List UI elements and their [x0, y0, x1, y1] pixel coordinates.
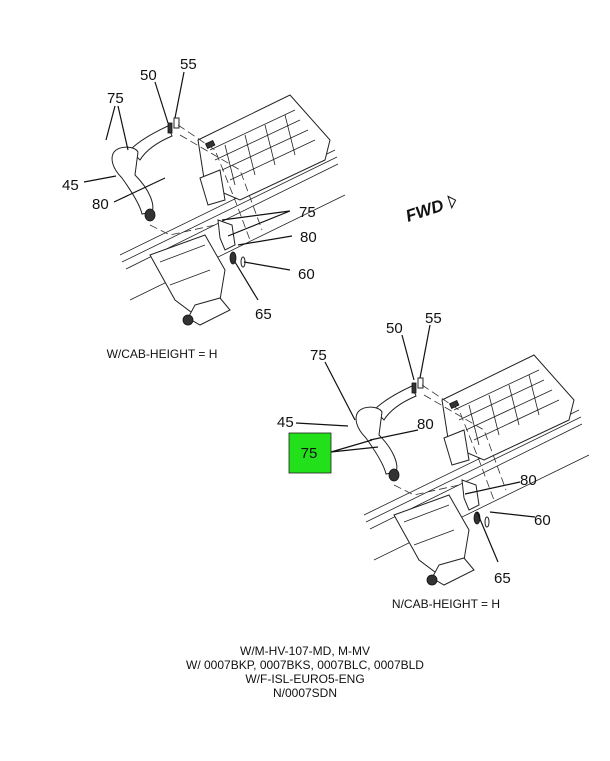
callout-75[interactable]: 75 [107, 90, 124, 107]
callout-45[interactable]: 45 [277, 414, 294, 431]
lower-assembly-drawing [355, 354, 590, 586]
note-line: W/M-HV-107-MD, M-MV [240, 644, 370, 658]
callout-75[interactable]: 75 [310, 347, 327, 364]
fwd-label: FWD [403, 196, 446, 226]
forward-direction-marker: FWD [403, 195, 457, 226]
callout-75[interactable]: 75 [299, 204, 316, 221]
callout-60[interactable]: 60 [298, 266, 315, 283]
callout-55[interactable]: 55 [180, 56, 197, 73]
note-line: W/F-ISL-EURO5-ENG [245, 672, 365, 686]
callout-75[interactable]: 75 [301, 445, 318, 462]
highlight-box[interactable] [288, 432, 332, 474]
lower-caption: N/CAB-HEIGHT = H [392, 597, 500, 611]
callout-50[interactable]: 50 [386, 320, 403, 337]
upper-callouts: 50 55 75 45 80 75 80 60 65 [62, 56, 317, 323]
applicability-notes: W/M-HV-107-MD, M-MV W/ 0007BKP, 0007BKS,… [0, 644, 610, 700]
callout-80[interactable]: 80 [300, 229, 317, 246]
callout-65[interactable]: 65 [255, 306, 272, 323]
highlighted-callout-75[interactable]: 75 [288, 432, 332, 474]
note-line: N/0007SDN [272, 686, 338, 700]
callout-60[interactable]: 60 [534, 512, 551, 529]
forward-arrow-icon [447, 195, 457, 210]
callout-80[interactable]: 80 [92, 196, 109, 213]
callout-65[interactable]: 65 [494, 570, 511, 587]
lower-callouts: 50 55 75 45 80 75 80 60 65 [277, 310, 551, 587]
callout-45[interactable]: 45 [62, 177, 79, 194]
callout-80[interactable]: 80 [417, 416, 434, 433]
upper-caption: W/CAB-HEIGHT = H [107, 347, 218, 361]
lower-leader-lines [295, 324, 536, 563]
upper-leader-lines [83, 71, 293, 301]
callout-50[interactable]: 50 [140, 67, 157, 84]
callout-80[interactable]: 80 [520, 472, 537, 489]
callout-55[interactable]: 55 [425, 310, 442, 327]
note-line: W/ 0007BKP, 0007BKS, 0007BLC, 0007BLD [186, 658, 424, 672]
